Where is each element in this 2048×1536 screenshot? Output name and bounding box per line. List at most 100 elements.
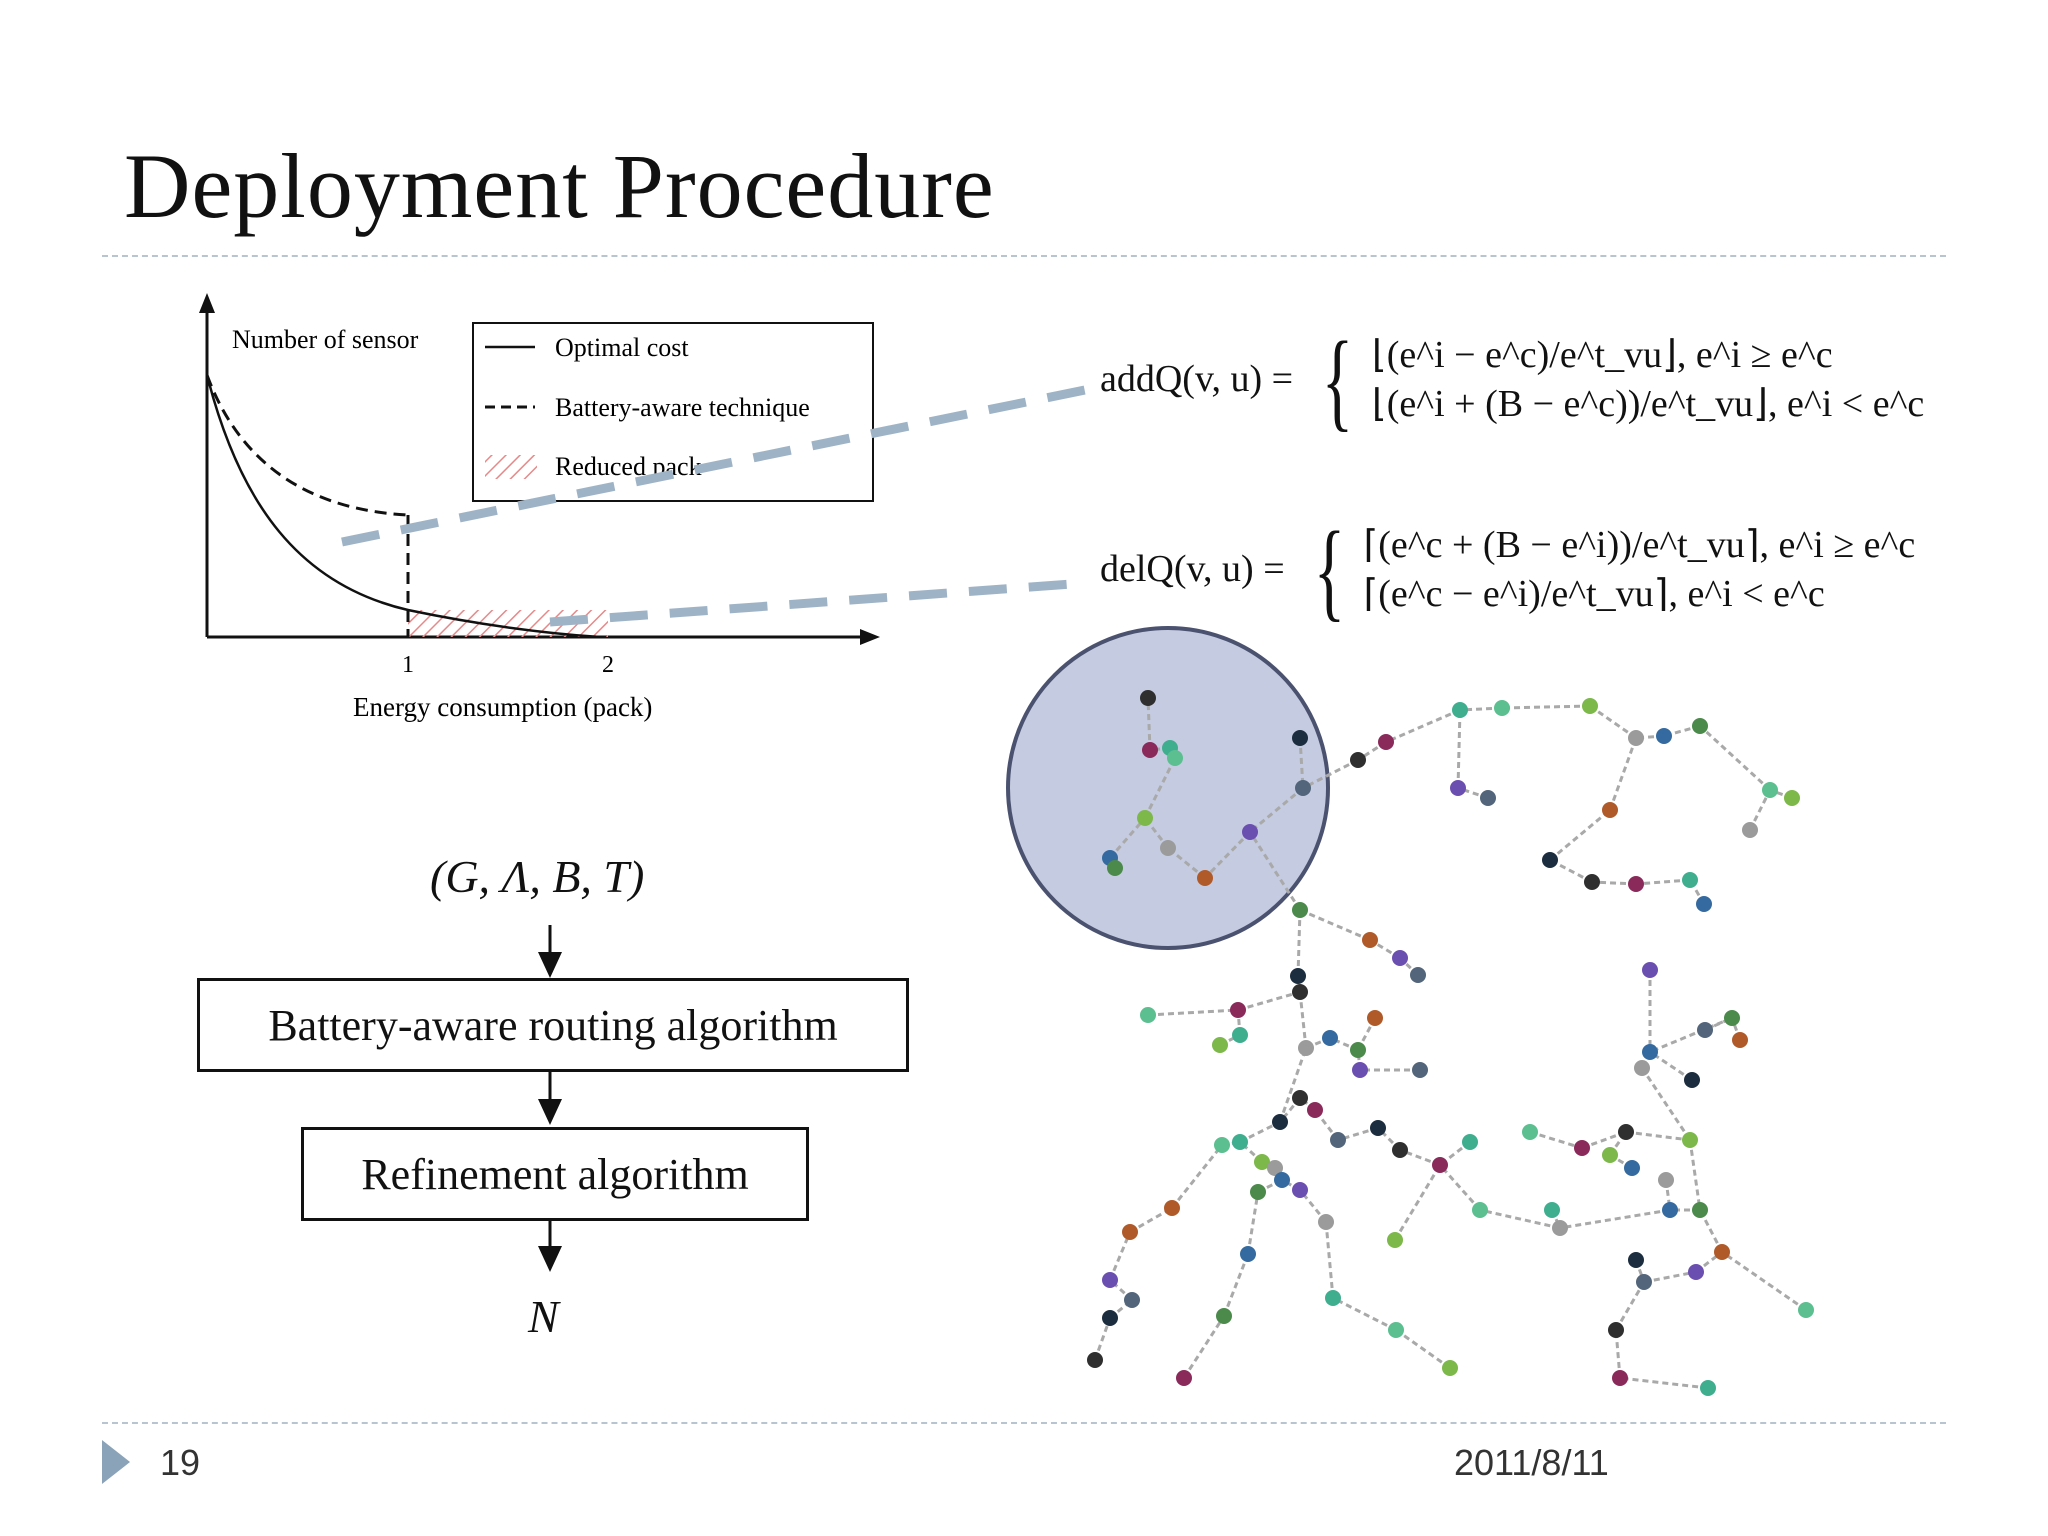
footer-divider [102,1422,1946,1424]
title-divider [102,255,1946,257]
network-node [1624,1160,1640,1176]
network-edge [1108,1231,1132,1281]
network-edge [1698,1209,1724,1253]
network-edge [1182,1315,1226,1379]
network-edge [1249,786,1304,834]
addq-lhs: addQ(v, u) = [1100,358,1294,401]
network-edge [1549,808,1611,862]
network-node [1636,1274,1652,1290]
chart-xlabel: Energy consumption (pack) [353,692,652,722]
network-edge [1688,1139,1702,1211]
flow-arrows [538,925,562,1272]
network-edge [1237,990,1301,1012]
network-edge [1748,789,1772,831]
network-edge [1649,1016,1733,1054]
network-node [1352,1062,1368,1078]
network-node [1618,1124,1634,1140]
network-node [1462,1134,1478,1150]
network-edge [1635,878,1691,886]
x-tick-1: 1 [402,652,414,678]
connector-delq [549,578,1086,627]
chart-ylabel: Number of sensor [232,325,419,354]
network-node [1164,1200,1180,1216]
network-node [1684,1072,1700,1088]
network-edge [1093,1317,1112,1361]
network-node [1378,734,1394,750]
network-node [1692,718,1708,734]
network-edge [1625,1130,1691,1142]
network-node [1274,1172,1290,1188]
network-node [1472,1202,1488,1218]
network-node [1494,700,1510,716]
network-node [1392,1142,1408,1158]
flow-output: N [528,1291,559,1342]
page-number: 19 [160,1442,201,1483]
network-edge [1721,1250,1807,1312]
network-node [1232,1134,1248,1150]
network-node [1742,822,1758,838]
network-edge [1332,1296,1397,1332]
network-node [1216,1308,1232,1324]
legend-reduced-pack: Reduced pack [555,452,702,481]
network-node [1784,790,1800,806]
network-node [1582,698,1598,714]
network-edge [1298,991,1308,1049]
footer-arrow-icon [102,1440,130,1484]
network-node [1696,896,1712,912]
network-edge [1278,1047,1308,1123]
network-node [1612,1370,1628,1386]
network-edge [1302,758,1359,790]
network-edge [1614,1281,1646,1331]
x-tick-2: 2 [602,652,614,678]
network-node [1362,932,1378,948]
formula-delq: delQ(v, u) = { ⌈(e^c + (B − e^i))/e^t_vu… [1100,515,1915,625]
network-node [1544,1202,1560,1218]
network-node [1452,702,1468,718]
network-node [1602,802,1618,818]
network-node [1290,968,1306,984]
network-nodes [1087,690,1814,1396]
addq-case-2: ⌊(e^i + (B − e^c))/e^t_vu⌋, e^i < e^c [1371,383,1925,425]
network-node [1762,782,1778,798]
network-edge [1559,1208,1671,1230]
network-edge [1614,1329,1622,1379]
network-edge [1438,1164,1482,1211]
network-node [1700,1380,1716,1396]
network-node [1318,1214,1334,1230]
network-node [1292,1090,1308,1106]
network-node [1522,1124,1538,1140]
network-node [1552,1220,1568,1236]
flow-step-routing: Battery-aware routing algorithm [197,978,909,1072]
network-node [1107,860,1123,876]
network-node [1102,1310,1118,1326]
network-edge [1649,1050,1693,1082]
network-edge [1167,846,1206,880]
network-node [1662,1202,1678,1218]
network-edge [1395,1328,1451,1370]
network-node [1642,962,1658,978]
network-node [1087,1352,1103,1368]
network-node [1254,1154,1270,1170]
network-node [1682,1132,1698,1148]
network-edge [1146,697,1152,751]
network-edge [1393,1164,1442,1241]
slide-title: Deployment Procedure [124,135,995,237]
sensor-network-graph [1006,626,1814,1396]
network-edge [1643,1270,1697,1284]
network-node [1370,1120,1386,1136]
network-node [1307,1102,1323,1118]
network-node [1292,902,1308,918]
network-node [1197,870,1213,886]
network-node [1250,1184,1266,1200]
network-edge [1385,708,1461,744]
network-edge [1501,704,1591,710]
network-edge [1129,1206,1173,1234]
chart-legend: Optimal cost Battery-aware technique Red… [472,322,874,502]
network-node [1392,950,1408,966]
network-node [1140,690,1156,706]
network-node [1232,1027,1248,1043]
network-node [1584,874,1600,890]
network-node [1214,1137,1230,1153]
network-node [1330,1132,1346,1148]
